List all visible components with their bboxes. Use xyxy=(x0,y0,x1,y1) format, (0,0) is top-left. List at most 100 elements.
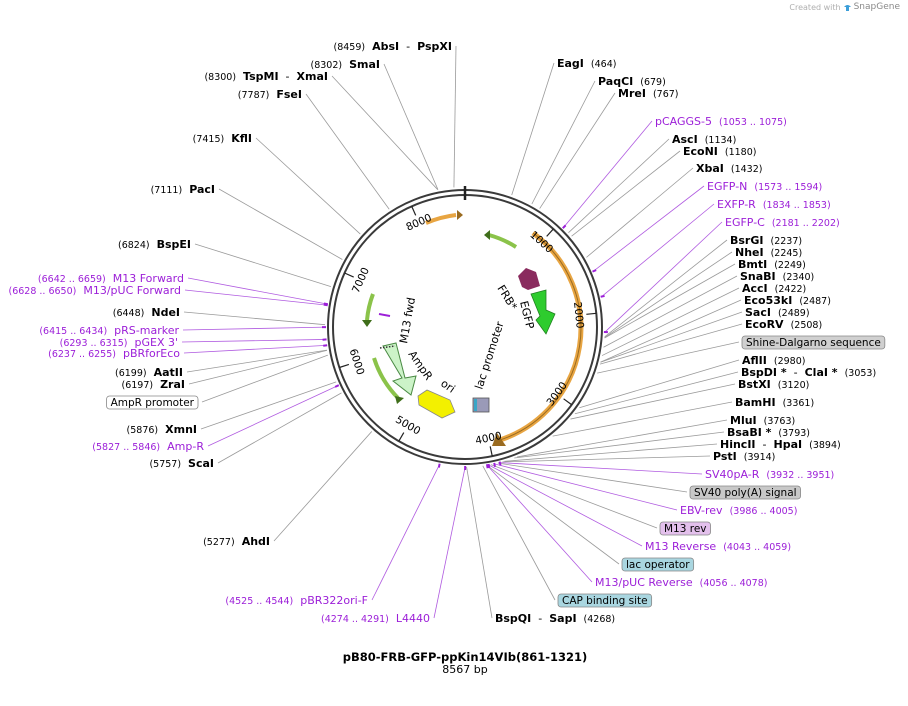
enzyme-label-23: MluI(3763) xyxy=(730,414,795,427)
primer-site-mark xyxy=(592,269,597,273)
label-connector xyxy=(574,371,739,415)
enzyme-label-0: (8459)AbsI-PspXI xyxy=(334,40,452,53)
label-connector xyxy=(601,287,740,356)
site-label-part: (679) xyxy=(640,77,666,88)
label-connector xyxy=(305,93,390,210)
site-label-part: - xyxy=(538,612,542,625)
site-label-part: KflI xyxy=(231,132,252,145)
site-label-part: BspEI xyxy=(157,238,191,251)
site-label-part: (2237) xyxy=(770,236,802,247)
primer-label-29: EBV-rev(3986 .. 4005) xyxy=(680,504,797,517)
label-connector xyxy=(207,385,339,447)
primer-site-mark xyxy=(323,303,328,307)
site-label-part: NheI xyxy=(735,246,764,259)
scale-tick-label: 3000 xyxy=(544,380,569,409)
enzyme-label-12: BmtI(2249) xyxy=(738,258,806,271)
site-label-part: (3986 .. 4005) xyxy=(730,506,798,517)
enzyme-label-16: (5876)XmnI xyxy=(127,423,197,436)
scale-tick xyxy=(586,312,597,315)
site-label-part: (4525 .. 4544) xyxy=(225,596,293,607)
site-label-part: (6415 .. 6434) xyxy=(39,326,107,337)
primer-site-mark xyxy=(334,384,340,388)
primer-mark-1 xyxy=(378,313,391,317)
scale-tick xyxy=(489,446,493,457)
feature-box xyxy=(106,395,199,410)
site-label-part: - xyxy=(286,70,290,83)
site-label-part: SacI xyxy=(745,306,771,319)
site-label-part: M13 Reverse xyxy=(645,540,716,553)
feature-arc-insert-inner xyxy=(499,232,582,441)
site-label-part: PstI xyxy=(713,450,737,463)
enzyme-label-13: SnaBI(2340) xyxy=(740,270,814,283)
site-label-part: BspQI xyxy=(495,612,531,625)
site-label-part: PacI xyxy=(189,183,215,196)
primer-label-33: M13/pUC Reverse(4056 .. 4078) xyxy=(595,576,767,589)
site-labels: (8459)AbsI-PspXI(8302)SmaI(8300)TspMI-Xm… xyxy=(8,40,886,625)
label-connector xyxy=(255,137,361,235)
site-label-part: ScaI xyxy=(188,457,214,470)
site-label-part: (3914) xyxy=(744,452,776,463)
site-label-part: (3793) xyxy=(778,428,810,439)
site-label-part: ZraI xyxy=(160,378,185,391)
feature-arc-m13fwd xyxy=(365,293,375,321)
site-label-part: AhdI xyxy=(242,535,270,548)
site-label-part: (3120) xyxy=(778,380,810,391)
site-label-part: (3763) xyxy=(764,416,796,427)
feature-label-m13fwd: M13 fwd xyxy=(397,296,418,344)
site-label-part: BsrGI xyxy=(730,234,763,247)
site-label-part: (3361) xyxy=(783,398,815,409)
site-label-part: HpaI xyxy=(774,438,803,451)
enzyme-label-0: EagI(464) xyxy=(557,57,616,70)
site-label-part: (5827 .. 5846) xyxy=(92,442,160,453)
enzyme-label-3: (7787) FseI xyxy=(238,88,302,101)
plasmid-backbone-inner xyxy=(332,194,598,460)
label-connector xyxy=(486,464,620,565)
site-label-part: AscI xyxy=(672,133,698,146)
credit-prefix: Created with xyxy=(789,2,841,12)
feature-box-text: AmpR promoter xyxy=(111,397,195,409)
feature-box-label-18: Shine-Dalgarno sequence xyxy=(741,335,886,350)
label-connector xyxy=(466,466,493,619)
feature-box-label-28: SV40 poly(A) signal xyxy=(689,485,801,500)
label-connector xyxy=(563,120,653,228)
scale-tick-label: 6000 xyxy=(347,347,367,376)
primer-label-12: (6237 .. 6255)pBRforEco xyxy=(48,347,180,360)
site-label-part: SV40pA-R xyxy=(705,468,760,481)
site-label-part: FseI xyxy=(276,88,302,101)
enzyme-label-24: BsaBI *(3793) xyxy=(727,426,810,439)
site-label-part: (464) xyxy=(591,59,617,70)
scale-ticks xyxy=(339,206,597,457)
label-connector xyxy=(568,138,670,233)
site-label-part: (2249) xyxy=(774,260,806,271)
site-label-part: M13 Forward xyxy=(113,272,184,285)
feature-label-ori: ori xyxy=(438,377,457,396)
site-label-part: (7787) xyxy=(238,90,270,101)
site-label-part: MreI xyxy=(618,87,646,100)
site-label-part: (8459) xyxy=(334,42,366,53)
site-label-part: EcoNI xyxy=(683,145,718,158)
site-label-part: (1053 .. 1075) xyxy=(719,117,787,128)
site-label-part: EcoRV xyxy=(745,318,784,331)
feature-track xyxy=(362,210,584,446)
site-label-part: (6237 .. 6255) xyxy=(48,349,116,360)
site-label-part: (2245) xyxy=(771,248,803,259)
enzyme-label-16: SacI(2489) xyxy=(745,306,810,319)
label-connector xyxy=(604,263,736,339)
label-connector xyxy=(383,63,439,190)
feature-ampr xyxy=(382,342,417,396)
site-label-part: AatII xyxy=(154,366,183,379)
primer-label-17: (5827 .. 5846)Amp-R xyxy=(92,440,204,453)
enzyme-label-10: BsrGI (2237) xyxy=(730,234,802,247)
site-label-part: NdeI xyxy=(151,306,180,319)
label-connector xyxy=(183,311,326,326)
site-label-part: PspXI xyxy=(417,40,452,53)
site-label-part: M13/pUC Forward xyxy=(83,284,181,297)
label-connector xyxy=(517,419,728,458)
site-label-part: (2340) xyxy=(783,272,815,283)
label-connector xyxy=(488,464,643,547)
scale-tick xyxy=(398,432,405,442)
label-connector xyxy=(486,464,593,583)
enzyme-label-11: NheI (2245) xyxy=(735,246,802,259)
